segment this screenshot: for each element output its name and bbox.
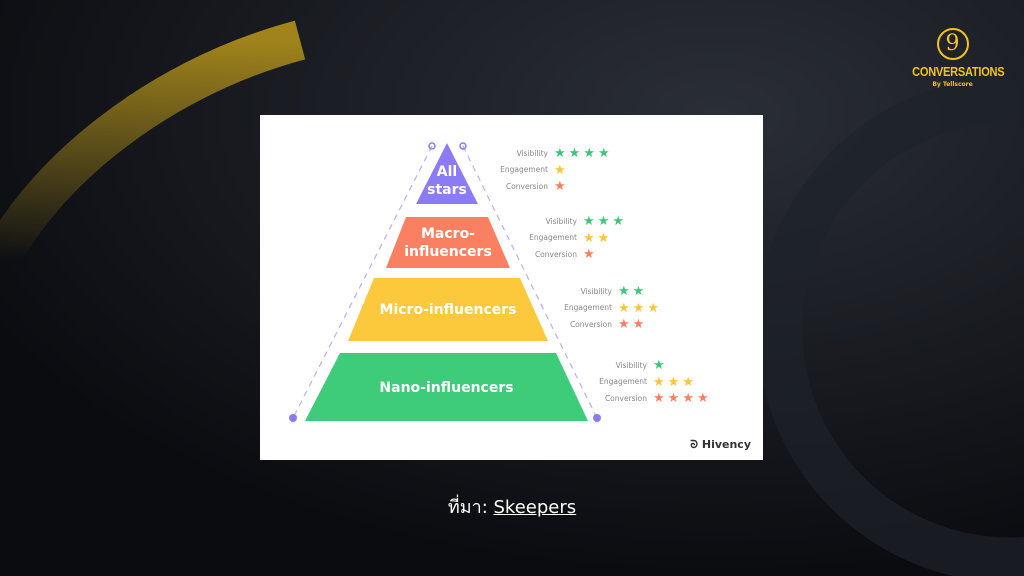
rating-label: Conversion: [534, 249, 577, 259]
rating-label: Visibility: [545, 216, 577, 226]
logo-byline: By Tellscore: [932, 81, 973, 88]
star-icon: ★: [583, 214, 595, 229]
star-icon: ★: [653, 391, 665, 406]
rating-label: Visibility: [516, 148, 548, 158]
star-icon: ★: [682, 374, 694, 390]
star-icon: ★: [583, 247, 595, 262]
tier-micro-shape: [348, 278, 548, 341]
star-rating: ★★: [583, 230, 610, 246]
guide-dot: [459, 142, 467, 150]
star-rating: ★★★★: [554, 147, 610, 161]
star-icon: ★: [696, 391, 709, 406]
star-icon: ★: [632, 317, 645, 332]
star-icon: ★: [653, 358, 665, 373]
star-icon: ★: [667, 391, 680, 406]
star-icon: ★: [653, 374, 665, 390]
rating-label: Engagement: [529, 233, 577, 242]
guide-dot: [289, 414, 297, 422]
rating-label: Conversion: [569, 319, 612, 329]
star-icon: ★: [583, 230, 595, 246]
rating-label: Visibility: [615, 360, 647, 370]
star-rating: ★: [554, 162, 566, 178]
rating-label: Conversion: [604, 393, 647, 403]
star-icon: ★: [647, 300, 659, 316]
star-rating: ★: [653, 359, 665, 373]
star-icon: ★: [632, 284, 645, 299]
tier-macro-label: Macro-influencers: [404, 226, 492, 260]
source-caption: ที่มา: Skeepers: [0, 492, 1024, 521]
rating-label: Visibility: [580, 286, 612, 296]
tier-macro-shape: [386, 217, 510, 268]
pyramid-graphic: [289, 142, 601, 422]
tier-micro-label: Micro-influencers: [379, 302, 517, 318]
star-icon: ★: [632, 300, 645, 316]
star-icon: ★: [597, 146, 610, 161]
star-rating: ★★: [618, 285, 644, 299]
star-rating: ★: [583, 248, 595, 262]
logo-nine: 9: [936, 28, 969, 60]
logo-brand: CONVERSATIONS: [912, 64, 1005, 79]
guide-line-left: [292, 145, 433, 419]
conversations-logo: 9 CONVERSATIONS By Tellscore: [905, 28, 1005, 88]
star-icon: ★: [554, 146, 566, 161]
tier-nano-label: Nano-influencers: [379, 380, 514, 396]
tier-all-stars-shape: [416, 143, 478, 204]
star-rating: ★★★: [653, 374, 694, 390]
star-rating: ★★★: [583, 215, 624, 229]
star-icon: ★: [667, 374, 680, 390]
star-icon: ★: [597, 230, 610, 246]
star-icon: ★: [618, 317, 630, 332]
hivency-watermark: ᘐ Hivency: [690, 438, 751, 451]
star-icon: ★: [612, 214, 624, 229]
star-rating: ★: [554, 180, 566, 194]
caption-prefix: ที่มา:: [447, 497, 494, 518]
star-icon: ★: [583, 146, 595, 161]
rating-label: Conversion: [505, 181, 548, 191]
source-link[interactable]: Skeepers: [493, 497, 577, 518]
star-icon: ★: [682, 391, 694, 406]
guide-dot: [593, 414, 601, 422]
star-icon: ★: [554, 179, 566, 194]
star-rating: ★★★: [618, 300, 659, 316]
tier-nano-shape: [305, 353, 588, 421]
star-rating: ★★: [618, 318, 644, 332]
star-icon: ★: [618, 284, 630, 299]
star-icon: ★: [568, 146, 581, 161]
star-icon: ★: [597, 214, 610, 229]
rating-label: Engagement: [500, 165, 548, 174]
guide-dot: [428, 142, 436, 150]
rating-label: Engagement: [564, 303, 612, 312]
star-icon: ★: [618, 300, 630, 316]
star-icon: ★: [554, 162, 566, 178]
rating-label: Engagement: [599, 377, 647, 386]
star-rating: ★★★★: [653, 392, 709, 406]
hivency-logo-icon: ᘐ: [690, 438, 702, 451]
